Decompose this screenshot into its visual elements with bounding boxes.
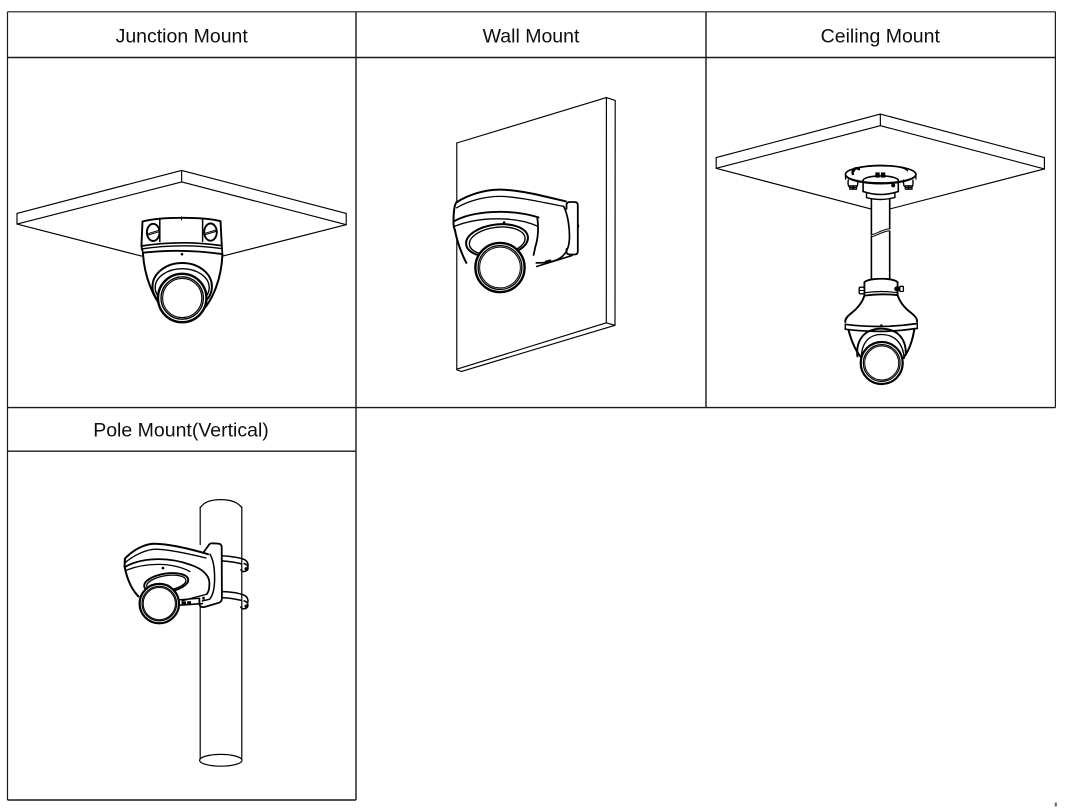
- svg-text:Junction Mount: Junction Mount: [116, 26, 249, 48]
- svg-text:Ceiling Mount: Ceiling Mount: [821, 26, 941, 48]
- svg-text:Pole Mount(Vertical): Pole Mount(Vertical): [93, 419, 269, 441]
- svg-text:Wall Mount: Wall Mount: [483, 26, 580, 48]
